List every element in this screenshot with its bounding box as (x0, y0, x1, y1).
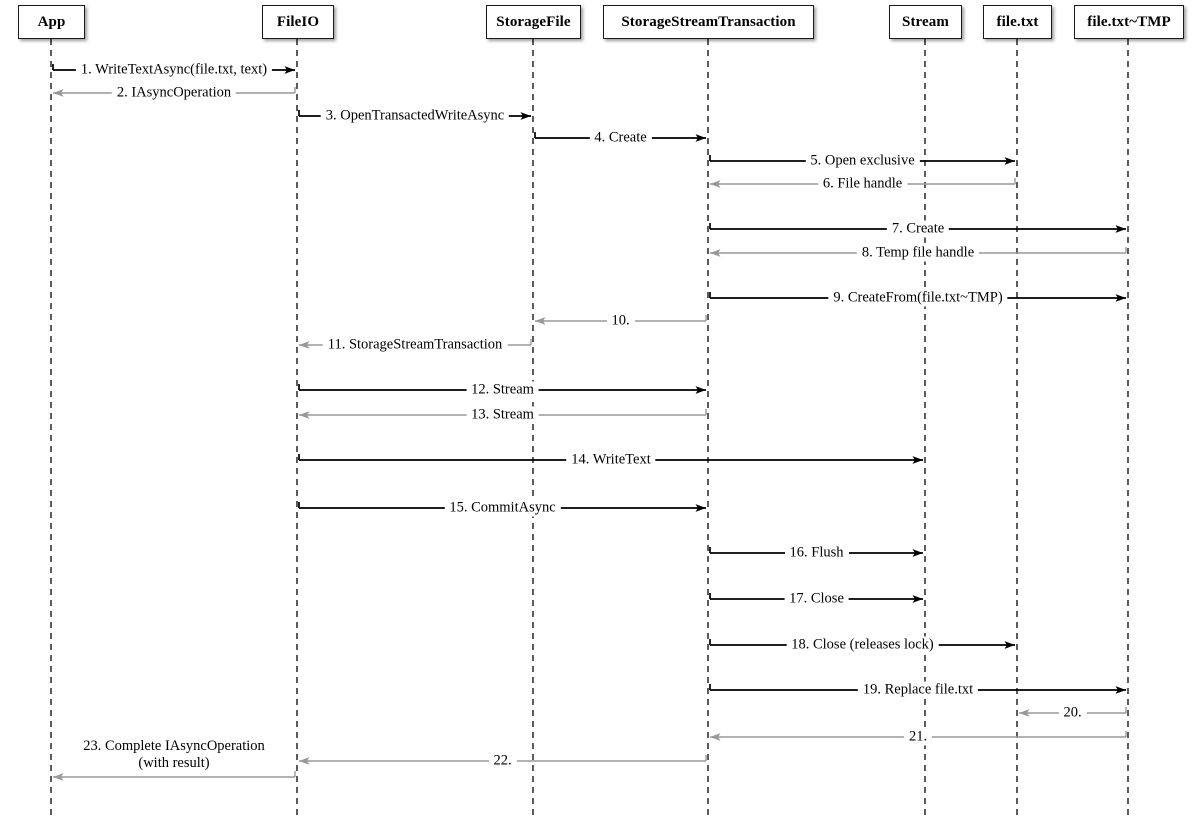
message-label-1: 1. WriteTextAsync(file.txt, text) (75, 61, 273, 79)
message-label-14: 14. WriteText (566, 451, 656, 469)
message-label-8: 8. Temp file handle (856, 244, 980, 262)
participant-box-fileio[interactable]: FileIO (262, 5, 334, 39)
message-label-16: 16. Flush (784, 544, 849, 562)
participant-label: App (37, 13, 66, 30)
message-label-18: 18. Close (releases lock) (786, 636, 939, 654)
message-label-9: 9. CreateFrom(file.txt~TMP) (828, 289, 1008, 307)
participant-label: file.txt (996, 13, 1039, 30)
message-label-5: 5. Open exclusive (805, 152, 920, 170)
participant-box-sfile[interactable]: StorageFile (486, 5, 581, 39)
message-label-3: 3. OpenTransactedWriteAsync (320, 107, 510, 125)
message-label-2: 2. IAsyncOperation (111, 84, 237, 102)
participant-label: FileIO (276, 13, 320, 30)
participant-label: Stream (902, 13, 949, 30)
message-label-22: 22. (488, 752, 517, 770)
message-label-7: 7. Create (886, 220, 950, 238)
participant-box-ftmp[interactable]: file.txt~TMP (1074, 5, 1184, 39)
message-label-23: 23. Complete IAsyncOperation(with result… (78, 738, 270, 775)
message-label-17: 17. Close (784, 590, 849, 608)
participant-box-sst[interactable]: StorageStreamTransaction (603, 5, 814, 39)
message-label-10: 10. (606, 312, 635, 330)
message-label-12: 12. Stream (466, 381, 539, 399)
message-label-11: 11. StorageStreamTransaction (322, 336, 508, 354)
message-label-19: 19. Replace file.txt (857, 681, 979, 699)
message-label-15: 15. CommitAsync (444, 499, 561, 517)
message-label-20: 20. (1058, 704, 1087, 722)
message-label-4: 4. Create (589, 129, 652, 147)
participant-box-app[interactable]: App (18, 5, 85, 39)
participant-label: StorageFile (496, 13, 571, 30)
participant-box-stream[interactable]: Stream (889, 5, 962, 39)
message-23[interactable] (53, 771, 296, 781)
message-label-6: 6. File handle (817, 175, 908, 193)
participant-label: StorageStreamTransaction (621, 13, 796, 30)
participant-box-ftxt[interactable]: file.txt (983, 5, 1052, 39)
message-label-13: 13. Stream (466, 406, 539, 424)
message-arrow-group (52, 64, 1127, 781)
participant-label: file.txt~TMP (1087, 13, 1171, 30)
lifeline-group (50, 39, 1129, 817)
message-label-21: 21. (903, 728, 933, 746)
